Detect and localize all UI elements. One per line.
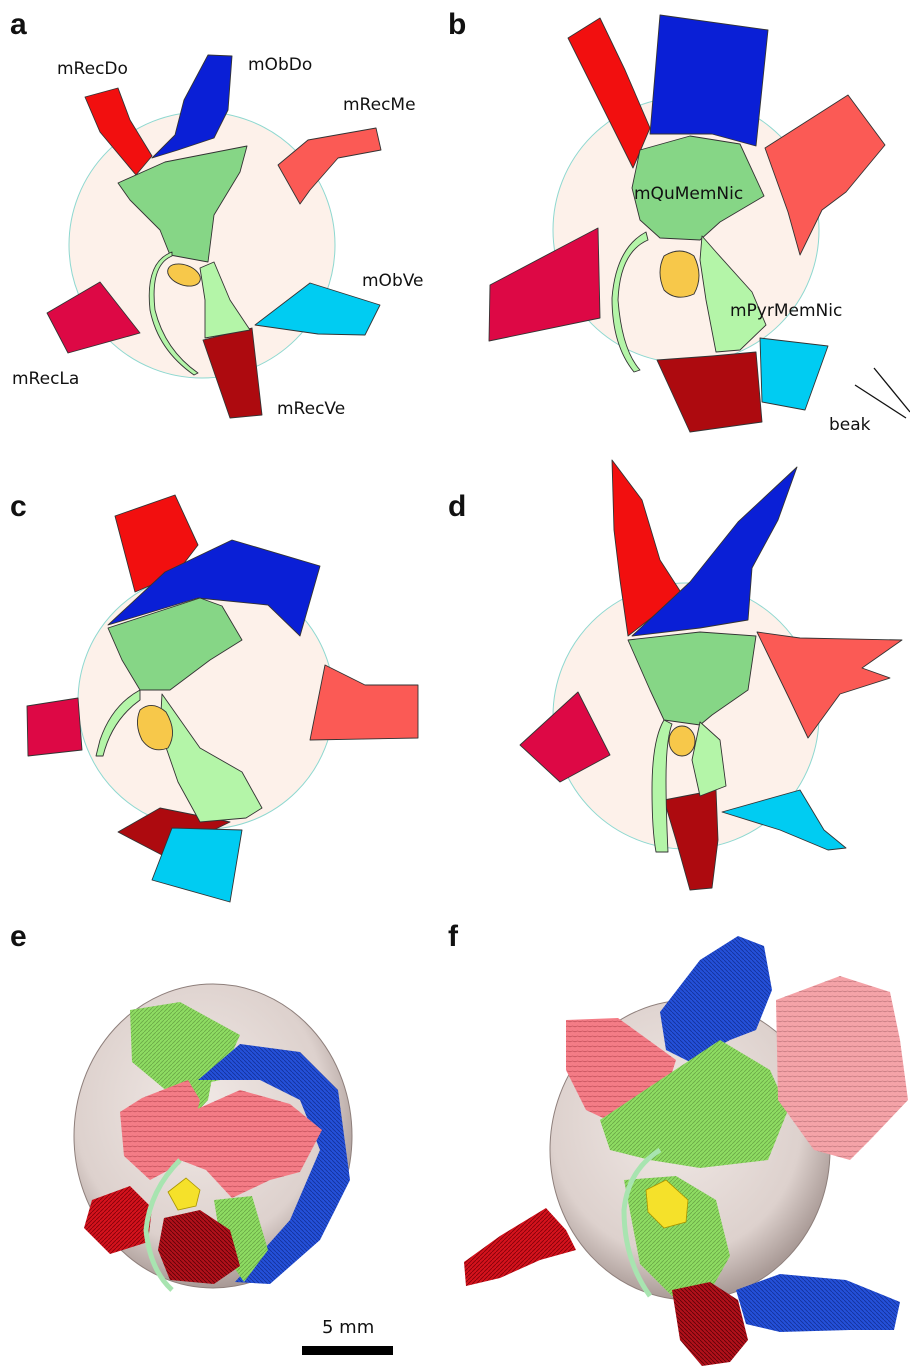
beak-indicator bbox=[874, 368, 910, 412]
panel-letter: d bbox=[448, 490, 466, 523]
panel-letter: e bbox=[10, 920, 27, 953]
scale-bar: 5 mm bbox=[302, 1317, 393, 1355]
render-muscle-blue bbox=[736, 1274, 900, 1332]
scale-bar-label: 5 mm bbox=[322, 1317, 374, 1338]
panel-c: c bbox=[10, 490, 418, 902]
label-mRecVe: mRecVe bbox=[277, 399, 345, 419]
render-muscle-red bbox=[464, 1208, 576, 1286]
label-mQuMemNic: mQuMemNic bbox=[634, 184, 743, 204]
muscle-mObDo bbox=[650, 15, 768, 146]
label-beak: beak bbox=[829, 415, 871, 435]
label-mRecMe: mRecMe bbox=[343, 95, 416, 115]
label-mObVe: mObVe bbox=[362, 271, 424, 291]
label-mRecLa: mRecLa bbox=[12, 369, 79, 389]
panel-f: f bbox=[448, 920, 908, 1366]
panel-letter: a bbox=[10, 8, 27, 41]
panel-letter: f bbox=[448, 920, 459, 953]
panel-d: d bbox=[448, 460, 902, 890]
panel-b: b mQuMemNic mPyrMemNic beak bbox=[448, 8, 910, 435]
muscle-mRecLa bbox=[489, 228, 600, 341]
muscle-mRecMe bbox=[278, 128, 381, 204]
beak-indicator bbox=[855, 385, 906, 418]
muscle-mRecMe bbox=[310, 665, 418, 740]
muscle-mObVe bbox=[760, 338, 828, 410]
optic-nerve bbox=[660, 251, 699, 297]
panel-letter: b bbox=[448, 8, 466, 41]
muscle-mRecLa bbox=[27, 698, 82, 756]
optic-nerve bbox=[669, 726, 695, 756]
muscle-mRecVe bbox=[657, 352, 762, 432]
panel-a: a mRecDo mObDo mRecMe mObVe mRecLa mRecV… bbox=[10, 8, 424, 419]
render-muscle-darkred bbox=[672, 1282, 748, 1366]
panel-e: e bbox=[10, 920, 352, 1290]
label-mRecDo: mRecDo bbox=[57, 59, 128, 79]
label-mObDo: mObDo bbox=[248, 55, 312, 75]
panel-letter: c bbox=[10, 490, 27, 523]
label-mPyrMemNic: mPyrMemNic bbox=[730, 301, 842, 321]
scale-bar-line bbox=[302, 1346, 393, 1355]
